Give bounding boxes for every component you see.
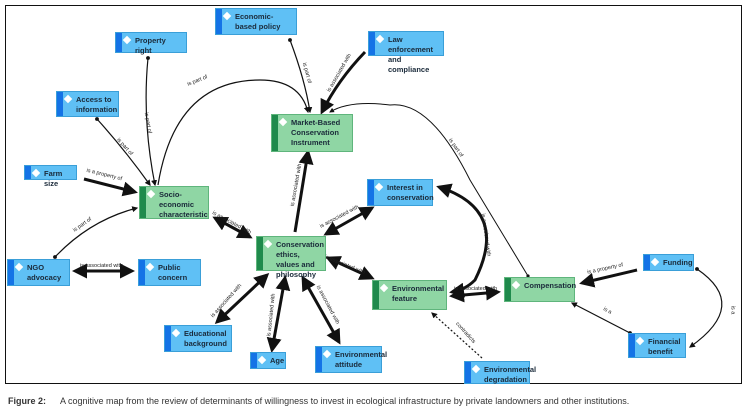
node-market-based[interactable]: Market-Based Conservation Instrument [271,114,353,152]
edge-access-info-socio-economic [95,117,151,186]
edge-conservation-ethics-env-attitude [301,275,341,345]
node-age[interactable]: Age [250,352,286,369]
edge-funding-compensation [579,268,638,288]
edge-conservation-ethics-age [266,275,291,353]
node-conservation-ethics[interactable]: Conservation ethics, values and philosop… [256,236,326,279]
node-funding[interactable]: Funding [643,254,694,271]
node-economic-policy[interactable]: Economic-based policy [215,8,297,35]
node-socio-economic[interactable]: Socio-economic characteristic [139,186,209,219]
edge-economic-policy-market-based [288,38,313,114]
node-ngo-advocacy[interactable]: NGO advocacy [7,259,70,286]
edge-conservation-ethics-env-feature [325,256,375,280]
edge-funding-financial-benefit [689,267,723,348]
edge-farm-size-socio-economic [83,177,138,197]
edge-financial-benefit-compensation [570,302,632,335]
node-educational-background[interactable]: Educational background [164,325,232,352]
node-financial-benefit[interactable]: Financial benefit [628,333,686,358]
edge-label: is associated with [80,263,124,269]
edge-label: is associated with [454,286,498,292]
edge-law-enforcement-market-based [320,50,367,115]
edge-ngo-socio-economic [53,206,139,259]
edge-conservation-ethics-interest [323,206,375,236]
edge-socio-economic-market-based [157,79,310,186]
node-public-concern[interactable]: Public concern [138,259,201,286]
edge-label: is a [729,305,736,315]
figure-number: Figure 2: [8,396,47,406]
edge-env-feature-compensation [449,285,501,303]
node-law-enforcement[interactable]: Law enforcement and compliance [368,31,444,74]
node-environmental-feature[interactable]: Environmental feature [372,280,447,310]
edge-env-degradation-env-feature [431,312,483,359]
node-access-info[interactable]: Access to information [56,91,119,117]
edge-socio-economic-conservation-ethics [212,216,253,239]
node-farm-size[interactable]: Farm size [24,165,77,188]
node-property-right[interactable]: Property right [115,32,187,55]
node-interest-conservation[interactable]: Interest in conservation [367,179,434,206]
edge-compensation-market-based [329,103,530,278]
edge-interest-env-feature [436,183,489,298]
edge-conservation-ethics-educational [214,272,270,325]
caption-text: A cognitive map from the review of deter… [60,396,630,406]
node-environmental-degradation[interactable]: Environmental degradation [464,361,536,384]
node-compensation[interactable]: Compensation [504,277,576,302]
node-environmental-attitude[interactable]: Environmental attitude [315,346,387,373]
figure-caption: Figure 2: A cognitive map from the review… [8,396,629,406]
edge-conservation-ethics-market-based [293,149,314,233]
